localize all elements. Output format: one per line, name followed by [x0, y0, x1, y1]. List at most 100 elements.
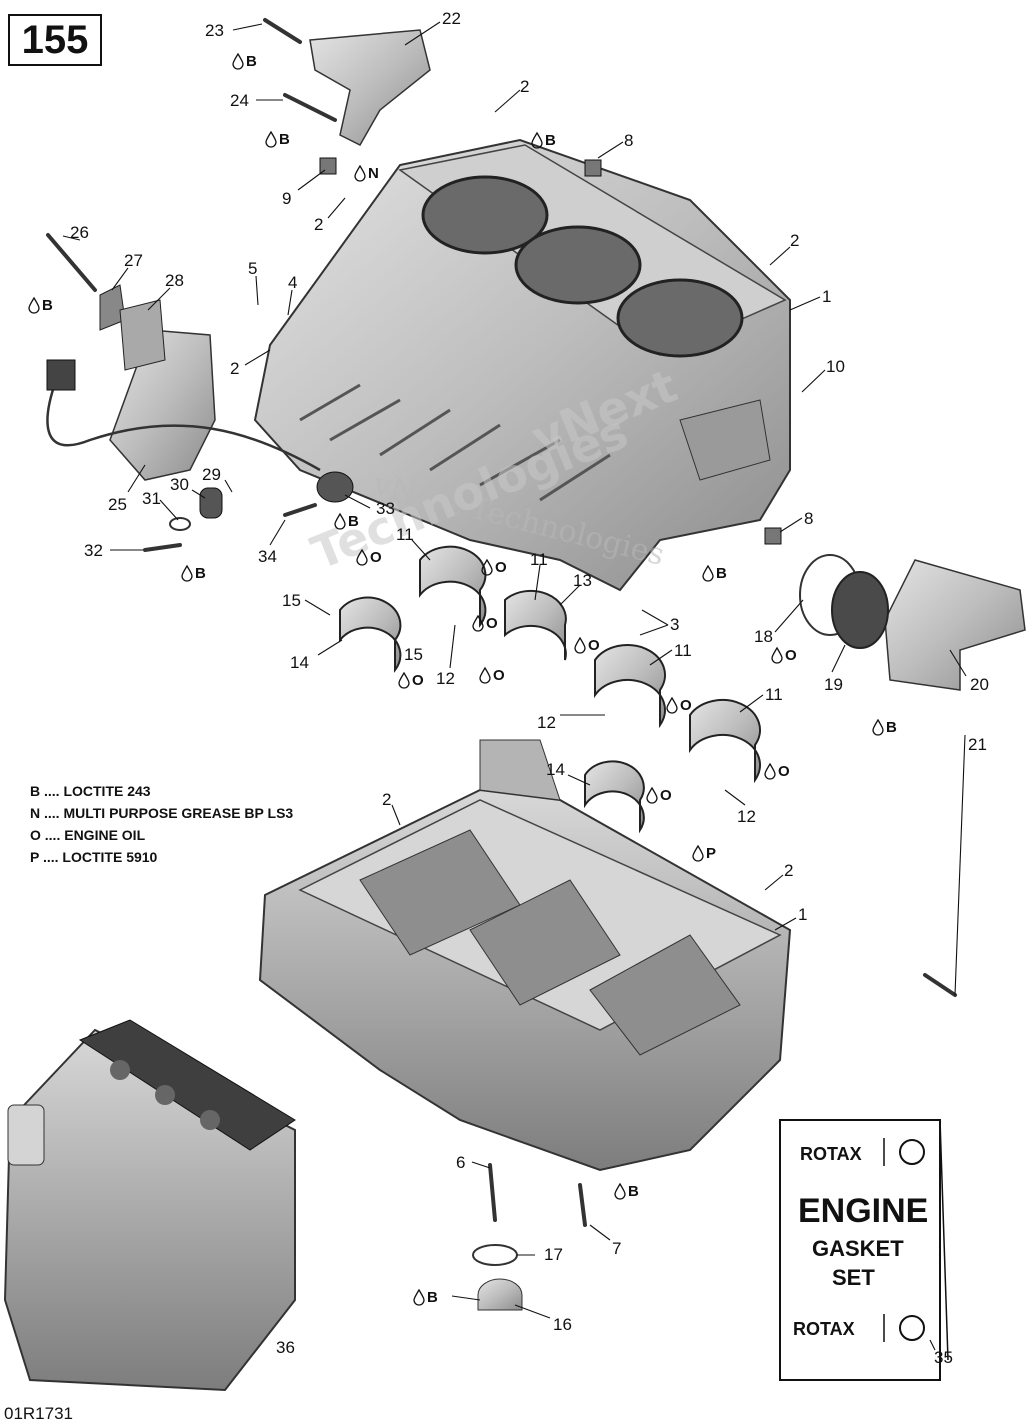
callout-13: 13 [573, 571, 592, 590]
compound-letter: B [545, 132, 556, 149]
compound-mark-o: O [666, 697, 692, 714]
callout-8: 8 [804, 509, 813, 528]
drop-icon [666, 697, 678, 714]
callout-27: 27 [124, 251, 143, 270]
drop-icon [398, 672, 410, 689]
callout-12: 12 [537, 713, 556, 732]
callout-20: 20 [970, 675, 989, 694]
callout-2: 2 [790, 231, 799, 250]
callout-9: 9 [282, 189, 291, 208]
callout-32: 32 [84, 541, 103, 560]
compound-mark-b: B [181, 565, 206, 582]
compound-letter: B [279, 131, 290, 148]
engine-bracket-22 [309, 29, 431, 146]
compound-letter: O [588, 637, 600, 654]
callout-11: 11 [765, 685, 783, 704]
drop-icon [764, 763, 776, 780]
compound-letter: O [412, 672, 424, 689]
compound-mark-o: O [574, 637, 600, 654]
seal-19 [831, 571, 889, 649]
compound-letter: B [716, 565, 727, 582]
compound-mark-o: O [764, 763, 790, 780]
callout-1: 1 [822, 287, 831, 306]
compound-letter: O [493, 667, 505, 684]
compound-mark-b: B [265, 131, 290, 148]
compound-mark-b: B [531, 132, 556, 149]
engine-bracket-20 [884, 559, 1026, 691]
callout-12: 12 [737, 807, 756, 826]
callout-4: 4 [288, 273, 297, 292]
callout-21: 21 [968, 735, 987, 754]
compound-mark-o: O [646, 787, 672, 804]
compound-letter: O [370, 549, 382, 566]
leader-lines [62, 21, 967, 1351]
brp-logo-icon-bottom [899, 1315, 925, 1341]
shield-28 [119, 299, 166, 371]
callout-35: 35 [934, 1348, 953, 1367]
lower-crankcase [258, 739, 792, 1172]
engine-assembly-36 [3, 1019, 296, 1392]
compound-mark-b: B [28, 297, 53, 314]
drop-icon [413, 1289, 425, 1306]
callout-22: 22 [442, 9, 461, 28]
compound-mark-b: B [614, 1183, 639, 1200]
compound-mark-b: B [872, 719, 897, 736]
kit-brand-bottom: ROTAX [793, 1319, 855, 1339]
callout-28: 28 [165, 271, 184, 290]
knock-sensor-33 [316, 471, 354, 503]
callout-24: 24 [230, 91, 249, 110]
sensor-connector [46, 359, 76, 391]
callout-1: 1 [798, 905, 807, 924]
compound-letter: B [628, 1183, 639, 1200]
upper-crankcase [253, 138, 791, 592]
drop-icon [354, 165, 366, 182]
drop-icon [771, 647, 783, 664]
washer-31 [169, 517, 191, 531]
callout-2: 2 [314, 215, 323, 234]
compound-mark-b: B [702, 565, 727, 582]
bearing-set [339, 545, 762, 834]
callout-34: 34 [258, 547, 277, 566]
compound-letter: B [348, 513, 359, 530]
callout-6: 6 [456, 1153, 465, 1172]
kit-brand-top: ROTAX [800, 1144, 862, 1164]
callout-23: 23 [205, 21, 224, 40]
compound-letter: N [368, 165, 379, 182]
bushing-9 [319, 157, 337, 175]
callout-11: 11 [530, 550, 548, 569]
legend-row-n: N .... MULTI PURPOSE GREASE BP LS3 [30, 805, 294, 821]
callout-5: 5 [248, 259, 257, 278]
callout-2: 2 [520, 77, 529, 96]
drop-icon [702, 565, 714, 582]
kit-title-gasket: GASKET [812, 1236, 904, 1261]
callout-25: 25 [108, 495, 127, 514]
drop-icon [872, 719, 884, 736]
compound-letter: B [427, 1289, 438, 1306]
callout-7: 7 [612, 1239, 621, 1258]
o-ring-17 [472, 1244, 518, 1266]
compound-letter: O [495, 559, 507, 576]
compound-mark-o: O [472, 615, 498, 632]
sensor-cover-25 [109, 329, 216, 481]
drop-icon [574, 637, 586, 654]
compound-letter: B [886, 719, 897, 736]
callout-12: 12 [436, 669, 455, 688]
callout-11: 11 [396, 525, 414, 544]
drop-icon [614, 1183, 626, 1200]
compound-mark-b: B [413, 1289, 438, 1306]
compound-mark-o: O [356, 549, 382, 566]
drop-icon [28, 297, 40, 314]
callout-10: 10 [826, 357, 845, 376]
callout-19: 19 [824, 675, 843, 694]
drawing-code: 01R1731 [4, 1404, 74, 1423]
callout-2: 2 [382, 790, 391, 809]
legend-row-b: B .... LOCTITE 243 [30, 783, 151, 799]
compound-letter: B [246, 53, 257, 70]
kit-title-set: SET [832, 1265, 875, 1290]
callout-31: 31 [142, 489, 161, 508]
drop-icon [265, 131, 277, 148]
callout-29: 29 [202, 465, 221, 484]
